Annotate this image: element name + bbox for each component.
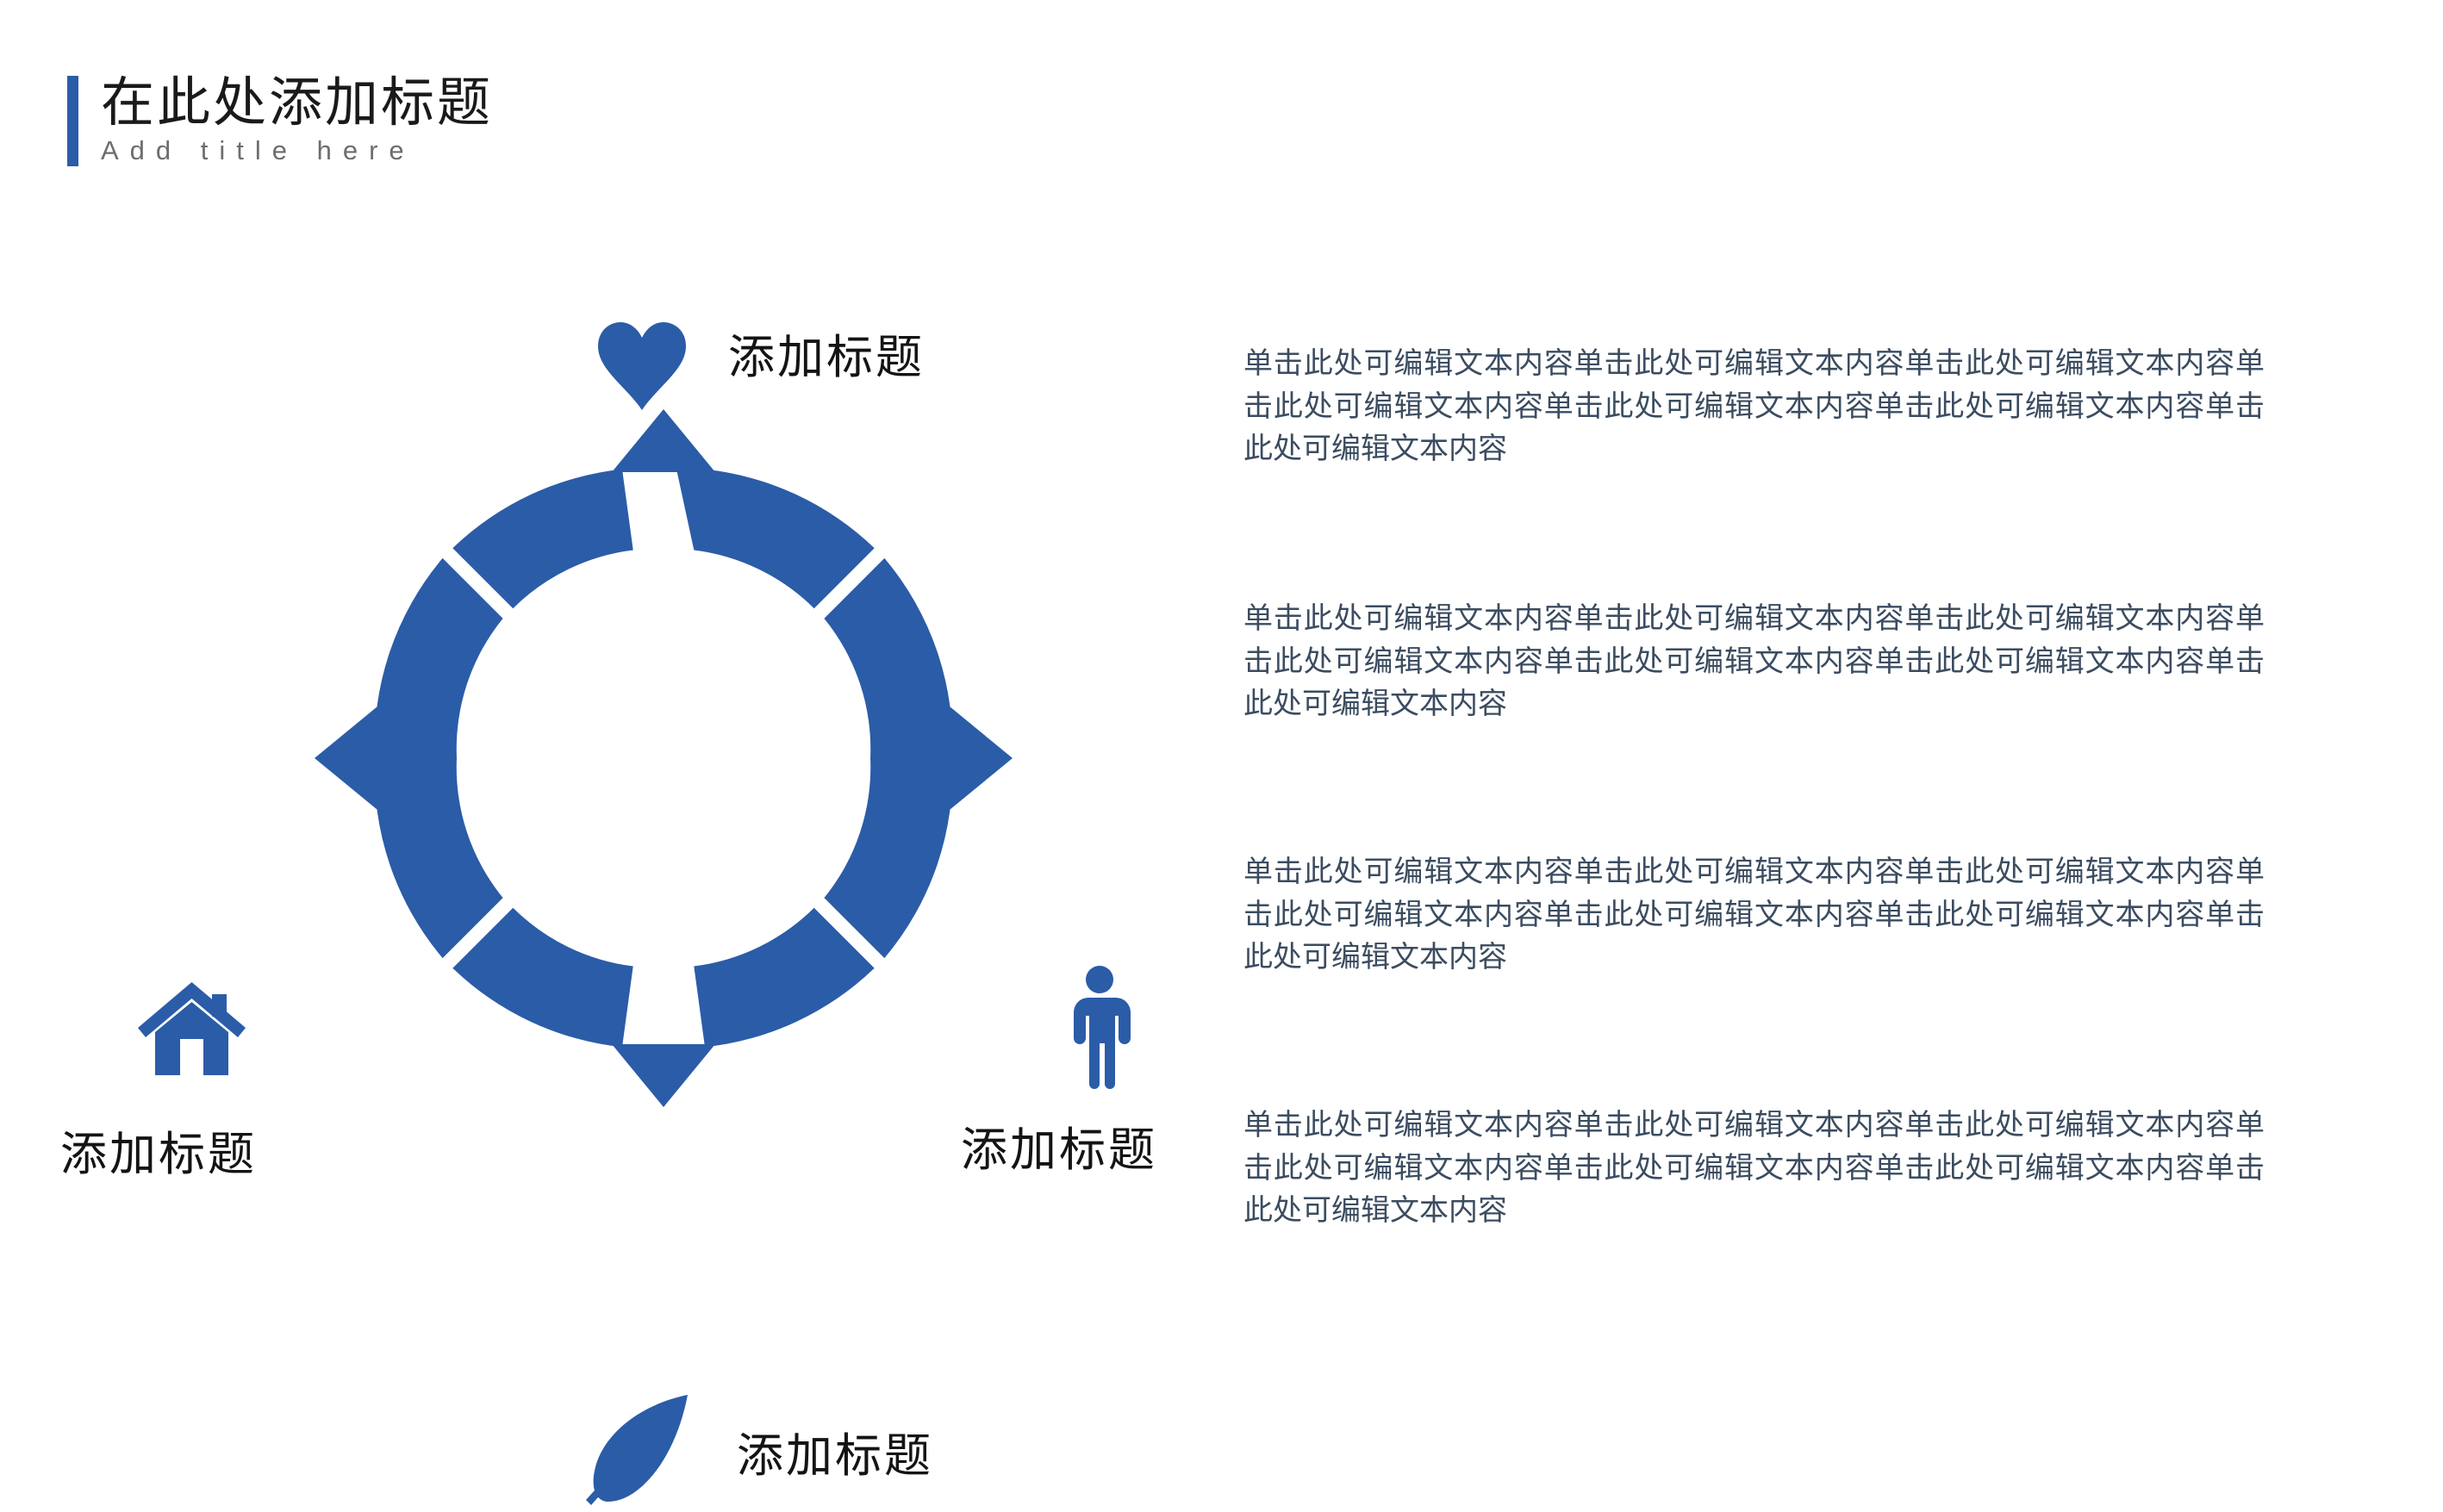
ring-segment-right-upper [824,557,1013,959]
title-accent-bar [67,76,78,167]
ring-segment-top-left [452,469,633,609]
node-label-top: 添加标题 [728,332,925,383]
node-label-right: 添加标题 [961,1124,1157,1176]
ring-arrow-tip-bottom [612,1044,715,1107]
ring-arrow-tip-right [950,706,1013,810]
ring-arrow-tip-left [315,706,377,810]
heart-icon [595,320,689,411]
node-label-bottom: 添加标题 [737,1430,933,1482]
leaf-icon [586,1391,691,1508]
ring-segment-bottom-right [694,907,875,1048]
page-header: 在此处添加标题 Add title here [67,76,493,167]
person-icon [1069,965,1131,1094]
ring-segment-bottom-left [452,907,633,1048]
content-paragraph: 单击此处可编辑文本内容单击此处可编辑文本内容单击此处可编辑文本内容单击此处可编辑… [1243,1110,2265,1228]
cycle-diagram: 添加标题 添加标题 添加标题 添加标题 [0,258,1206,1505]
content-paragraph: 单击此处可编辑文本内容单击此处可编辑文本内容单击此处可编辑文本内容单击此处可编辑… [1243,856,2265,974]
page-subtitle: Add title here [101,135,415,166]
node-label-left: 添加标题 [60,1129,257,1180]
donut-ring [315,409,1013,1107]
ring-segment-top-right [664,409,875,609]
title-text-wrap: 在此处添加标题 Add title here [101,76,493,166]
content-paragraph: 单击此处可编辑文本内容单击此处可编辑文本内容单击此处可编辑文本内容单击此处可编辑… [1243,348,2265,466]
house-icon [138,980,246,1077]
ring-segment-left [315,557,503,959]
ring-arrow-tip-top [612,409,715,472]
page-title: 在此处添加标题 [101,73,494,133]
content-paragraph: 单击此处可编辑文本内容单击此处可编辑文本内容单击此处可编辑文本内容单击此处可编辑… [1243,603,2265,721]
